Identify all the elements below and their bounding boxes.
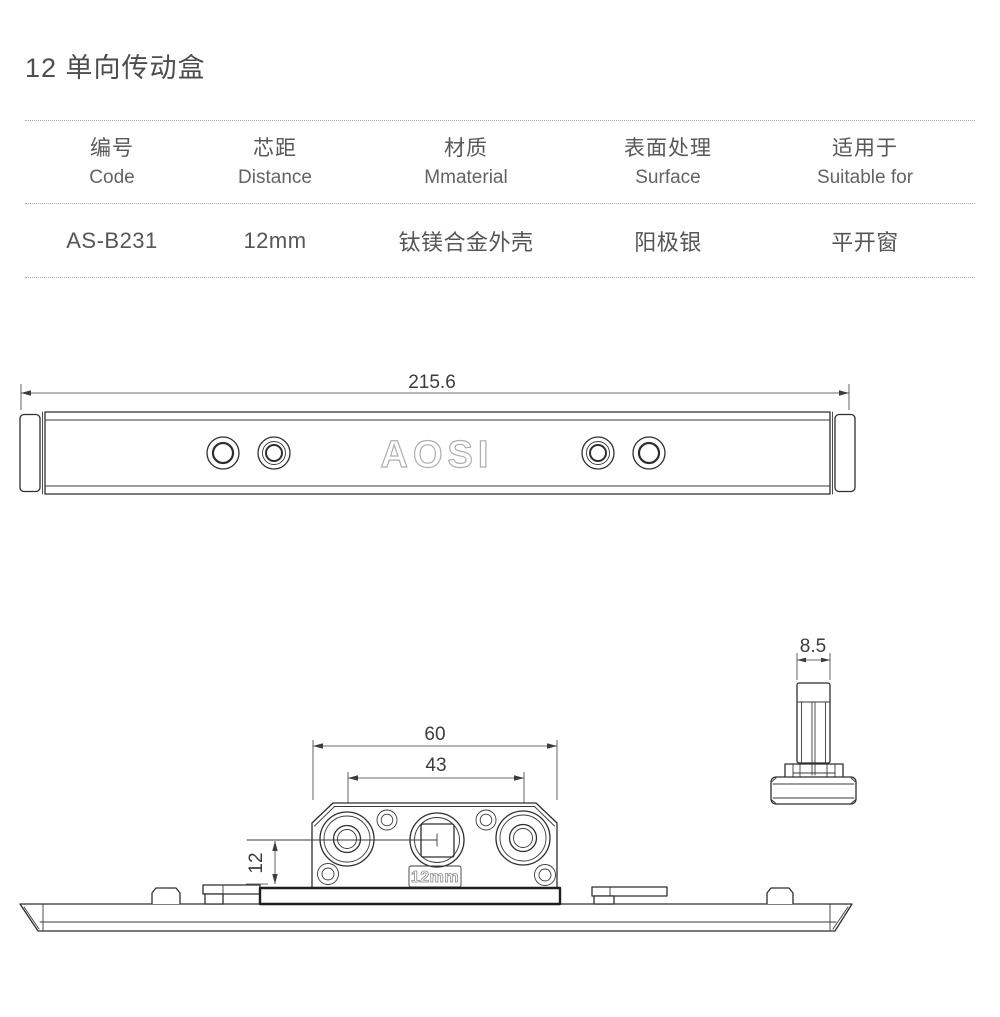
column-header-surface: 表面处理 Surface	[581, 121, 755, 203]
dim-label-height: 12	[246, 852, 267, 873]
table-row: AS-B231 12mm 钛镁合金外壳 阳极银 平开窗	[25, 204, 975, 277]
header-en: Distance	[238, 166, 312, 188]
dim-label-length: 215.6	[408, 372, 456, 393]
page-title: 12 单向传动盒	[25, 53, 206, 83]
spec-table: 编号 Code 芯距 Distance 材质 Mmaterial 表面处理 Su…	[25, 120, 975, 278]
column-header-code: 编号 Code	[25, 121, 199, 203]
cell-surface: 阳极银	[634, 229, 702, 255]
header-zh: 芯距	[253, 136, 297, 160]
cell-code: AS-B231	[66, 227, 158, 253]
top-view-drawing: 215.6 AOSI	[19, 372, 856, 495]
column-header-material: 材质 Mmaterial	[351, 121, 581, 203]
size-label-text: 12mm	[411, 869, 459, 886]
top-view-holes	[206, 436, 666, 470]
header-en: Surface	[635, 166, 701, 188]
dim-label-thickness: 8.5	[800, 636, 826, 657]
header-en: Suitable for	[816, 166, 914, 188]
brand-logo-text: AOSI	[381, 434, 494, 476]
column-header-suitable: 适用于 Suitable for	[755, 121, 975, 203]
table-header-row: 编号 Code 芯距 Distance 材质 Mmaterial 表面处理 Su…	[25, 121, 975, 203]
header-en: Code	[89, 166, 135, 188]
header-zh: 适用于	[832, 136, 898, 160]
cell-suitable: 平开窗	[831, 229, 899, 255]
base-rail-drawing	[19, 884, 853, 932]
header-en: Mmaterial	[424, 166, 508, 188]
table-rule-top	[25, 120, 975, 121]
cell-material: 钛镁合金外壳	[398, 229, 534, 255]
side-view-drawing: 8.5	[770, 636, 857, 805]
cell-distance: 12mm	[243, 227, 307, 253]
table-rule-middle	[25, 203, 975, 204]
header-zh: 表面处理	[624, 136, 712, 160]
table-rule-bottom	[25, 277, 975, 278]
header-zh: 材质	[444, 136, 488, 160]
header-zh: 编号	[90, 136, 134, 160]
dim-label-holes: 43	[425, 755, 446, 776]
dim-label-width: 60	[424, 724, 445, 745]
front-view-drawing: 60 43	[246, 724, 558, 889]
column-header-distance: 芯距 Distance	[199, 121, 351, 203]
